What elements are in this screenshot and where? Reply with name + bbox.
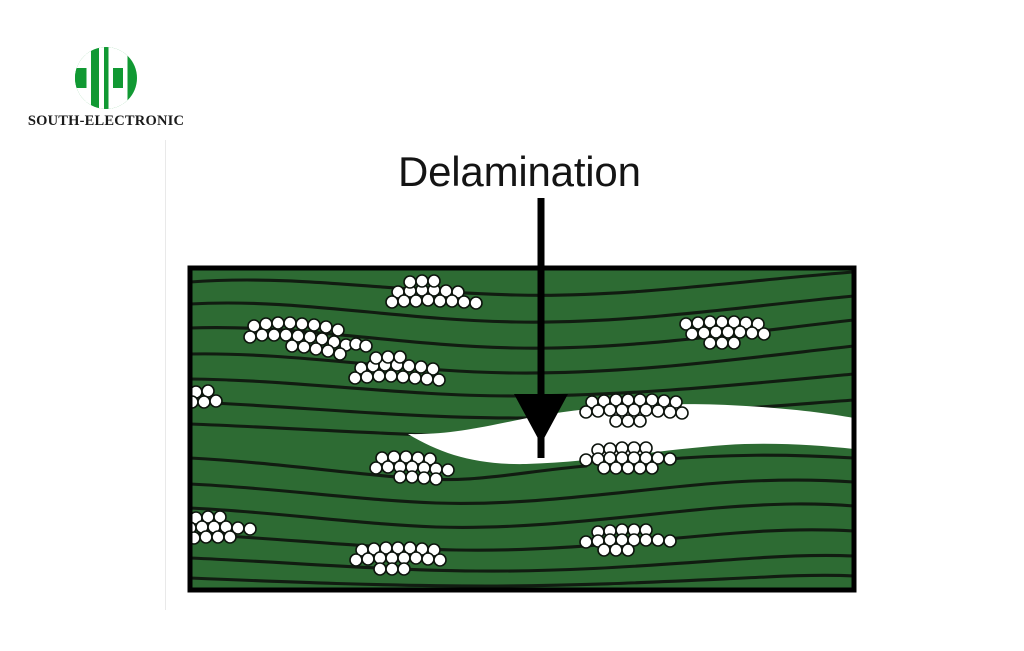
delamination-diagram: [186, 196, 858, 594]
panel-frame: [187, 265, 857, 593]
brand-block: SOUTH-ELECTRONIC: [26, 46, 186, 142]
composite-panel: [190, 268, 854, 590]
fiber-bundle-clusters: [190, 274, 771, 576]
hh-monogram-logo-icon: [74, 46, 138, 110]
downward-arrow-icon: [514, 198, 568, 458]
brand-name: SOUTH-ELECTRONIC: [27, 113, 185, 129]
delamination-void: [408, 404, 854, 465]
page-title: Delamination: [398, 148, 641, 195]
vertical-divider: [165, 140, 166, 610]
